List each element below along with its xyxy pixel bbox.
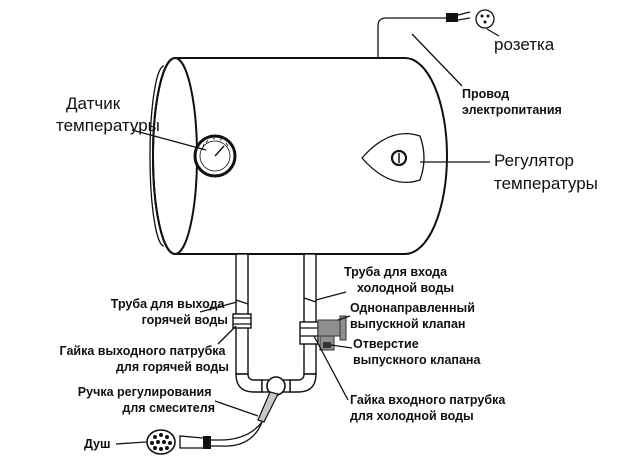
label-socket: розетка — [494, 35, 555, 54]
power-cord — [377, 11, 471, 59]
label-power-cord: Провод электропитания — [462, 87, 562, 117]
power-socket-icon — [475, 9, 495, 29]
label-temp-sensor: Датчик температуры — [56, 94, 160, 135]
shower-head-icon — [146, 429, 204, 455]
regulator-knob-icon — [361, 132, 425, 184]
mixer — [257, 376, 291, 423]
label-temp-regulator: Регулятор температуры — [494, 151, 598, 193]
cold-water-pipe — [289, 253, 319, 393]
label-cold-nut: Гайка входного патрубка для холодной вод… — [350, 393, 509, 423]
label-check-valve: Однонаправленный выпускной клапан — [350, 301, 478, 331]
hot-water-pipe — [232, 253, 263, 393]
label-hot-pipe: Труба для выхода горячей воды — [111, 297, 228, 327]
label-valve-hole: Отверстие выпускного клапана — [353, 337, 481, 367]
label-shower: Душ — [84, 437, 110, 451]
label-hot-nut: Гайка выходного патрубка для горячей вод… — [60, 344, 229, 374]
label-mixer-handle: Ручка регулирования для смесителя — [78, 385, 215, 415]
label-cold-pipe: Труба для входа холодной воды — [344, 265, 454, 295]
thermometer-dial-icon — [193, 134, 237, 178]
check-valve — [317, 315, 347, 351]
